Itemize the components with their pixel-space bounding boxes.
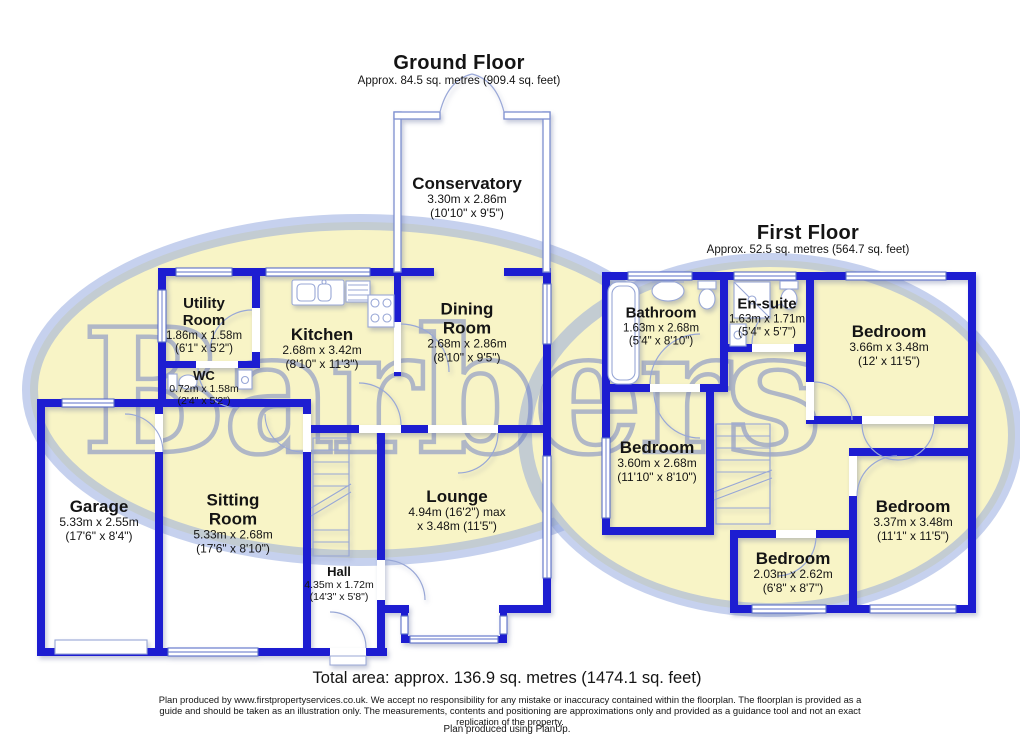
room-label-sitting: Sitting Room 5.33m x 2.68m (17'6" x 8'10… xyxy=(187,490,279,556)
door-openings xyxy=(155,308,934,656)
room-label-kitchen: Kitchen 2.68m x 3.42m (8'10" x 11'3") xyxy=(282,325,361,371)
room-dim-imperial: (6'8" x 8'7") xyxy=(762,580,824,595)
room-name: Utility Room xyxy=(182,295,226,330)
room-dim-imperial: (2'4" x 5'2") xyxy=(177,394,231,407)
room-label-bedroom1: Bedroom 3.66m x 3.48m (12' x 11'5") xyxy=(849,322,928,368)
room-name: Bedroom xyxy=(875,496,951,516)
room-label-dining: Dining Room 2.68m x 2.86m (8'10" x 9'5") xyxy=(425,299,509,365)
disclaimer-text: Plan produced by www.firstpropertyservic… xyxy=(158,694,862,728)
room-dim-imperial: (12' x 11'5") xyxy=(858,353,920,368)
room-dim-metric: 1.63m x 1.71m xyxy=(728,313,806,326)
room-name: Bedroom xyxy=(851,321,927,341)
room-name: Bathroom xyxy=(625,304,697,322)
windows xyxy=(54,267,957,666)
room-dim-metric: 1.86m x 1.58m xyxy=(165,329,243,342)
room-dim-metric: 2.03m x 2.62m xyxy=(753,567,833,582)
room-dim-imperial: (8'10" x 11'3") xyxy=(285,356,359,371)
room-dim-imperial: (14'3" x 5'8") xyxy=(309,590,369,603)
room-name: En-suite xyxy=(737,295,797,313)
room-dim-metric: 3.66m x 3.48m xyxy=(849,340,929,355)
room-dim-metric: 5.33m x 2.55m xyxy=(59,515,139,530)
room-dim-metric: 3.30m x 2.86m xyxy=(427,192,507,207)
room-dim-metric: 5.33m x 2.68m xyxy=(193,527,273,542)
front-door-step xyxy=(329,655,367,666)
bathroom-fixtures xyxy=(607,280,717,385)
first-floor-subtitle: Approx. 52.5 sq. metres (564.7 sq. feet) xyxy=(706,244,910,256)
room-dim-imperial: (17'6" x 8'4") xyxy=(65,528,133,543)
room-dim-imperial: x 3.48m (11'5") xyxy=(417,518,497,533)
ensuite-fixtures xyxy=(729,280,799,347)
room-dim-metric: 0.72m x 1.58m xyxy=(169,382,239,395)
room-label-conservatory: Conservatory 3.30m x 2.86m (10'10" x 9'5… xyxy=(412,174,522,220)
room-dim-metric: 4.94m (16'2") max xyxy=(408,505,506,520)
room-name: WC xyxy=(193,367,215,383)
room-dim-imperial: (8'10" x 9'5") xyxy=(433,350,501,365)
room-dim-metric: 1.63m x 2.68m xyxy=(622,322,700,335)
room-dim-imperial: (5'4" x 8'10") xyxy=(628,335,694,348)
room-label-bathroom: Bathroom 1.63m x 2.68m (5'4" x 8'10") xyxy=(622,304,700,349)
room-name: Bedroom xyxy=(755,548,831,568)
room-dim-metric: 2.68m x 2.86m xyxy=(427,336,507,351)
room-label-utility: Utility Room 1.86m x 1.58m (6'1" x 5'2") xyxy=(162,295,246,356)
planup-credit: Plan produced using PlanUp. xyxy=(443,724,571,735)
room-label-ensuite: En-suite 1.63m x 1.71m (5'4" x 5'7") xyxy=(728,295,806,340)
room-label-bedroom2: Bedroom 3.60m x 2.68m (11'10" x 8'10") xyxy=(617,438,697,484)
room-dim-imperial: (5'4" x 5'7") xyxy=(738,326,796,339)
room-label-lounge: Lounge 4.94m (16'2") max x 3.48m (11'5") xyxy=(408,487,505,533)
conservatory-glass-walls xyxy=(393,111,551,273)
room-label-bedroom4: Bedroom 3.37m x 3.48m (11'1" x 11'5") xyxy=(873,497,952,543)
total-area-text: Total area: approx. 136.9 sq. metres (14… xyxy=(312,669,702,687)
kitchen-hob xyxy=(367,294,395,328)
room-dim-metric: 3.37m x 3.48m xyxy=(873,515,953,530)
stairs-first xyxy=(713,423,773,525)
first-floor-title: First Floor xyxy=(756,222,860,244)
room-name: Dining Room xyxy=(440,299,494,338)
room-name: Garage xyxy=(69,496,129,516)
room-name: Lounge xyxy=(426,486,488,506)
ground-floor-subtitle: Approx. 84.5 sq. metres (909.4 sq. feet) xyxy=(357,75,561,87)
room-label-wc: WC 0.72m x 1.58m (2'4" x 5'2") xyxy=(169,367,239,407)
ground-floor-title: Ground Floor xyxy=(393,52,525,74)
kitchen-sink xyxy=(291,279,371,306)
room-label-bedroom3: Bedroom 2.03m x 2.62m (6'8" x 8'7") xyxy=(753,549,832,595)
room-dim-imperial: (11'1" x 11'5") xyxy=(876,528,950,543)
room-dim-metric: 2.68m x 3.42m xyxy=(282,343,362,358)
room-dim-imperial: (6'1" x 5'2") xyxy=(175,342,233,355)
room-label-hall: Hall 4.35m x 1.72m (14'3" x 5'8") xyxy=(304,563,374,603)
conservatory-french-doors xyxy=(439,73,505,113)
room-dim-metric: 4.35m x 1.72m xyxy=(304,578,374,591)
garage-door xyxy=(54,639,148,655)
room-name: Sitting Room xyxy=(206,490,260,529)
room-dim-imperial: (11'10" x 8'10") xyxy=(617,469,697,484)
stairs-ground xyxy=(310,437,352,557)
room-name: Kitchen xyxy=(290,324,354,344)
room-name: Conservatory xyxy=(412,173,522,193)
room-name: Hall xyxy=(327,563,351,579)
room-dim-metric: 3.60m x 2.68m xyxy=(617,456,697,471)
wc-fixtures xyxy=(167,369,253,391)
room-name: Bedroom xyxy=(619,437,695,457)
room-label-garage: Garage 5.33m x 2.55m (17'6" x 8'4") xyxy=(59,497,138,543)
room-dim-imperial: (10'10" x 9'5") xyxy=(430,205,504,220)
room-dim-imperial: (17'6" x 8'10") xyxy=(196,541,270,556)
